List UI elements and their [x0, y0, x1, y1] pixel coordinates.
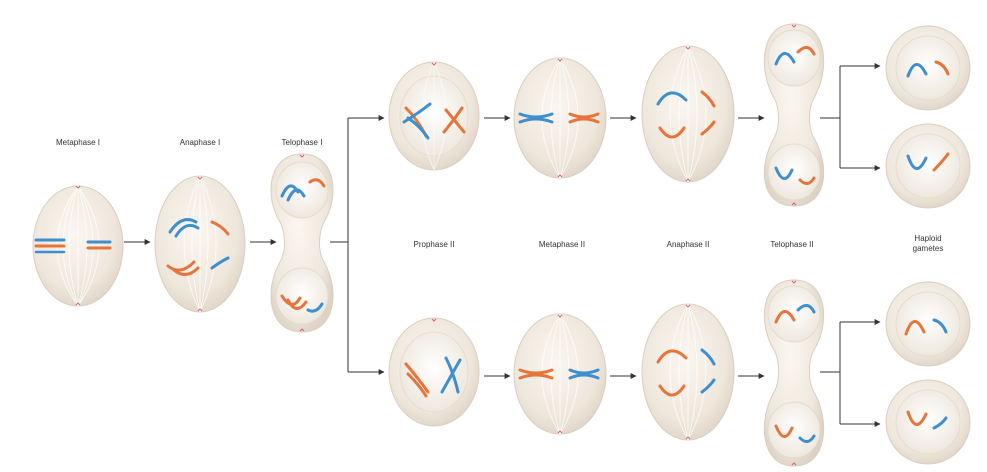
label-telophase-2: Telophase II [770, 240, 814, 249]
label-haploid-gametes-line2: gametes [912, 244, 944, 253]
cell-telophase-1 [270, 153, 334, 333]
cell-prophase-2-bottom [388, 317, 480, 427]
gamete-4 [885, 379, 971, 465]
label-haploid-gametes: Haploid gametes [888, 234, 968, 254]
chromosomes [166, 218, 230, 276]
gamete-1 [885, 25, 971, 111]
gamete-2 [885, 123, 971, 209]
cell-metaphase-1 [32, 185, 124, 307]
label-anaphase-1: Anaphase I [179, 138, 221, 147]
flow-arrows [124, 63, 881, 427]
cell-prophase-2-top [388, 61, 480, 171]
label-metaphase-2: Metaphase II [538, 240, 586, 249]
cell-anaphase-2-top [641, 45, 735, 183]
arrow-telophase2-top-split [820, 66, 841, 168]
chromosomes [34, 238, 112, 254]
cell-telophase-2-top [763, 23, 825, 207]
centriole-bottom [75, 302, 81, 306]
arrow-telophase2-bottom-split [820, 322, 841, 424]
cell-telophase-2-bottom [763, 279, 825, 467]
label-anaphase-2: Anaphase II [666, 240, 710, 249]
cell-metaphase-2-bottom [513, 313, 607, 435]
label-telophase-1: Telophase I [281, 138, 323, 147]
label-metaphase-1: Metaphase I [55, 138, 101, 147]
cell-metaphase-2-top [513, 57, 607, 179]
label-prophase-2: Prophase II [413, 240, 455, 249]
gamete-3 [885, 281, 971, 367]
label-haploid-gametes-line1: Haploid [914, 234, 942, 243]
cell-anaphase-2-bottom [641, 303, 735, 441]
cell-anaphase-1 [154, 175, 246, 313]
centriole-top [75, 185, 81, 189]
arrow-telophase1-split [330, 118, 349, 372]
